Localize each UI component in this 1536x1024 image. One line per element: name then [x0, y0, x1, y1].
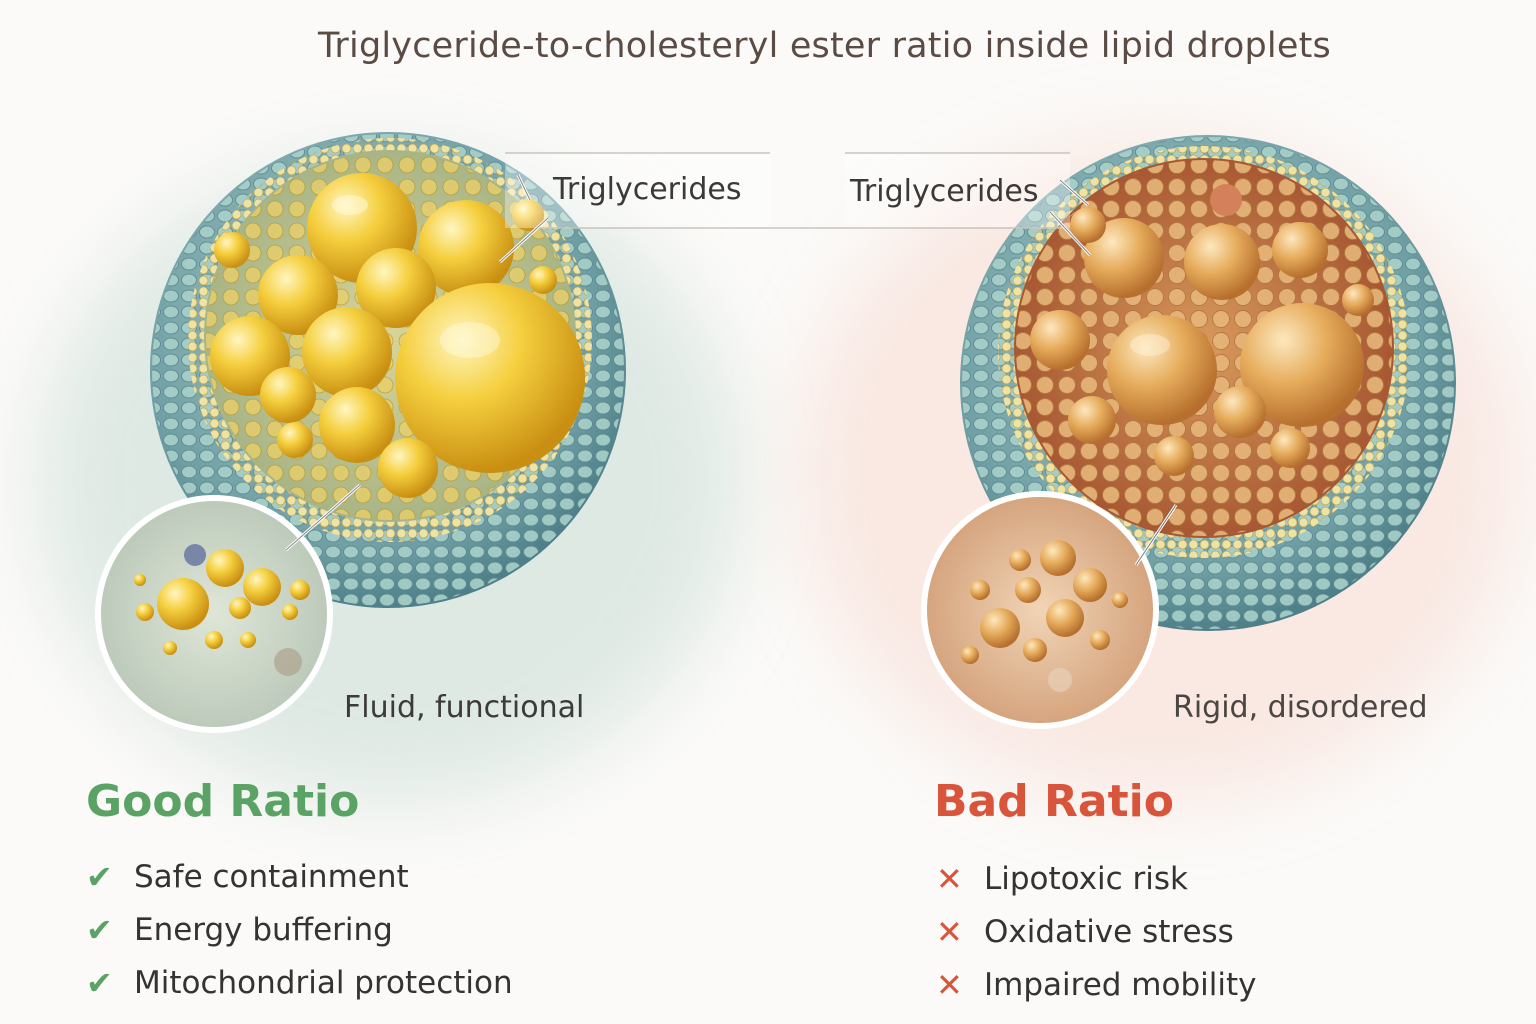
list-item: ✔ Safe containment	[86, 850, 513, 903]
cross-icon: ✕	[936, 965, 963, 1004]
list-item-text: Safe containment	[134, 858, 409, 895]
good-inset-magnified-view	[134, 544, 310, 676]
check-icon: ✔	[86, 910, 113, 949]
callout-banner	[498, 152, 1092, 264]
bad-inset-magnified-view	[961, 540, 1128, 692]
bad-triglyceride-globules	[1030, 184, 1374, 476]
bad-triglycerides-label: Triglycerides	[850, 174, 1039, 209]
bad-droplet	[921, 135, 1456, 729]
bad-ratio-heading: Bad Ratio	[934, 776, 1174, 827]
list-item-text: Oxidative stress	[984, 913, 1234, 950]
list-item: ✕ Oxidative stress	[936, 905, 1256, 958]
diagram-title: Triglyceride-to-cholesteryl ester ratio …	[318, 26, 1331, 66]
good-benefits-list: ✔ Safe containment ✔ Energy buffering ✔ …	[86, 850, 513, 1009]
list-item: ✕ Lipotoxic risk	[936, 852, 1256, 905]
bad-risks-list: ✕ Lipotoxic risk ✕ Oxidative stress ✕ Im…	[936, 852, 1256, 1011]
good-droplet	[95, 132, 626, 733]
list-item: ✕ Impaired mobility	[936, 958, 1256, 1011]
list-item-text: Energy buffering	[134, 911, 393, 948]
good-triglycerides-label: Triglycerides	[553, 172, 742, 207]
list-item: ✔ Energy buffering	[86, 903, 513, 956]
list-item-text: Mitochondrial protection	[134, 964, 513, 1001]
list-item: ✔ Mitochondrial protection	[86, 956, 513, 1009]
cross-icon: ✕	[936, 859, 963, 898]
check-icon: ✔	[86, 857, 113, 896]
list-item-text: Lipotoxic risk	[984, 860, 1189, 897]
good-triglyceride-globules	[210, 173, 585, 498]
good-ratio-heading: Good Ratio	[86, 776, 360, 827]
list-item-text: Impaired mobility	[984, 966, 1257, 1003]
bad-caption: Rigid, disordered	[1173, 690, 1428, 725]
good-caption: Fluid, functional	[344, 690, 585, 725]
check-icon: ✔	[86, 963, 113, 1002]
cross-icon: ✕	[936, 912, 963, 951]
